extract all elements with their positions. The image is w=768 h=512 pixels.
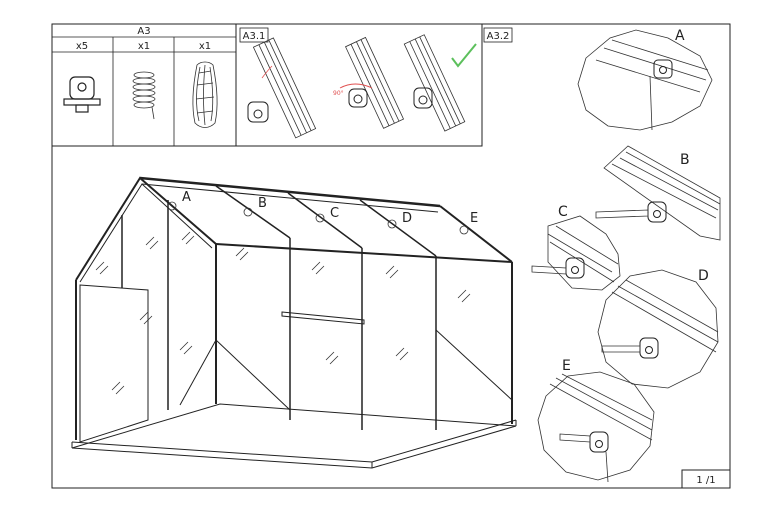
detail-d (597, 269, 719, 389)
detail-label-b: B (680, 152, 690, 168)
qty-coil: x1 (138, 41, 150, 52)
detail-label-e: E (562, 358, 571, 374)
parts-table-header: A3 (137, 26, 150, 37)
wire-coil-icon (132, 71, 156, 120)
page-frame (51, 23, 731, 489)
angle-label: 90° (333, 90, 344, 97)
check-icon (451, 43, 477, 68)
page-number-box (681, 469, 731, 489)
step-a3-2-label: A3.2 (487, 31, 510, 42)
detail-b (595, 145, 721, 241)
callout-d: D (402, 211, 412, 226)
qty-bracket: x5 (76, 41, 88, 52)
detail-c (531, 215, 621, 291)
bracket-clip-icon (63, 76, 101, 113)
step-a3-1-panel: A3.1 90° (235, 23, 483, 147)
detail-label-c: C (558, 204, 568, 220)
detail-label-a: A (675, 28, 685, 44)
callout-c: C (330, 206, 339, 221)
callout-b: B (258, 196, 267, 211)
step-a3-2-label-box: A3.2 (483, 27, 513, 43)
qty-wire: x1 (199, 41, 211, 52)
page-number: 1 /1 (696, 475, 715, 486)
parts-table: A3 x5 x1 x1 (51, 23, 237, 147)
callout-e: E (470, 211, 478, 226)
greenhouse-drawing (71, 176, 517, 469)
detail-a (577, 29, 713, 131)
step-a3-1-label: A3.1 (243, 31, 266, 42)
detail-e (537, 371, 655, 483)
callout-a: A (182, 190, 191, 205)
wire-bundle-icon (192, 61, 218, 128)
detail-label-d: D (698, 268, 709, 284)
